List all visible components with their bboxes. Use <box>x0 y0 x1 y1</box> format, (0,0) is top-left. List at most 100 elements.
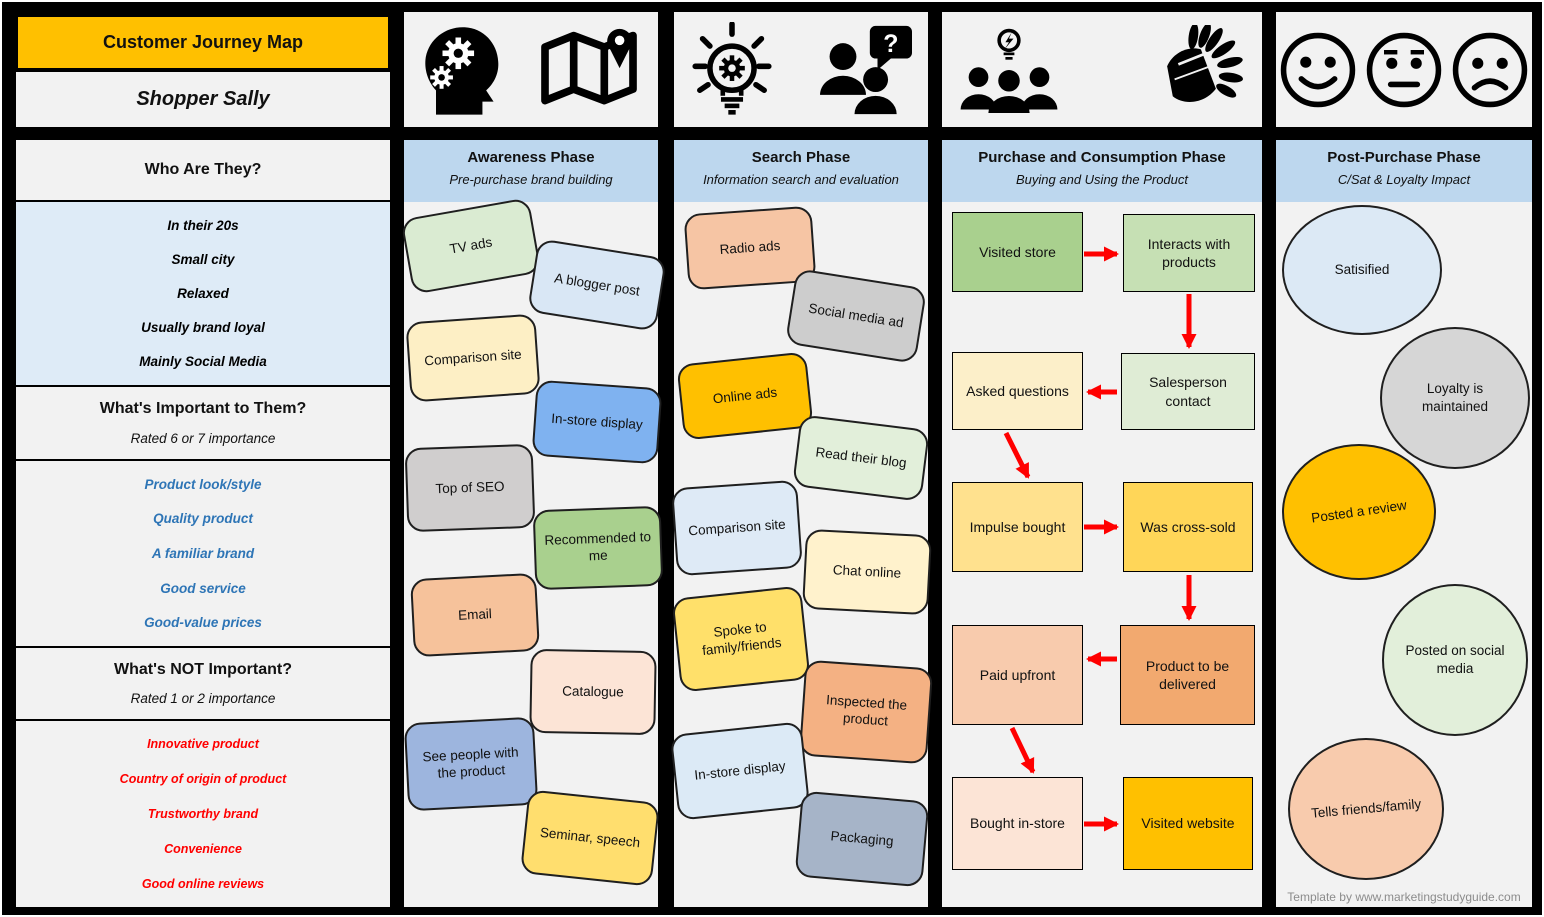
flow-box-salesperson-contact[interactable]: Salesperson contact <box>1121 353 1255 430</box>
flow-box-visited-website[interactable]: Visited website <box>1123 777 1253 870</box>
post-purchase-phase-header: Post-Purchase Phase C/Sat & Loyalty Impa… <box>1276 140 1532 202</box>
flow-box-label: Impulse bought <box>969 518 1066 535</box>
sticky-note-chat-online[interactable]: Chat online <box>801 528 933 616</box>
sticky-note-see-people-with-the-product[interactable]: See people with the product <box>403 716 539 812</box>
flow-box-label: Paid upfront <box>979 666 1056 683</box>
sticky-note-packaging[interactable]: Packaging <box>794 790 930 888</box>
sticky-note-comparison-site[interactable]: Comparison site <box>671 479 803 577</box>
sticky-note-label: Email <box>457 605 493 623</box>
post-purchase-phase-title: Post-Purchase Phase <box>1327 149 1481 166</box>
awareness-phase-title: Awareness Phase <box>467 149 595 166</box>
svg-text:?: ? <box>883 29 898 57</box>
purchase-phase-title: Purchase and Consumption Phase <box>978 149 1226 166</box>
sticky-note-label: Online ads <box>712 384 778 406</box>
sticky-note-read-their-blog[interactable]: Read their blog <box>792 414 930 502</box>
purchase-phase-subtitle: Buying and Using the Product <box>1016 172 1188 187</box>
purchase-iconband <box>942 12 1262 127</box>
sticky-note-inspected-the-product[interactable]: Inspected the product <box>798 659 934 765</box>
flow-box-paid-upfront[interactable]: Paid upfront <box>952 625 1083 725</box>
sticky-note-email[interactable]: Email <box>410 572 540 658</box>
flow-box-interacts-with-products[interactable]: Interacts with products <box>1123 214 1255 292</box>
outcome-circle-satisified[interactable]: Satisified <box>1282 205 1442 335</box>
outcome-circle-label: Posted on social media <box>1405 643 1505 676</box>
sticky-note-in-store-display[interactable]: In-store display <box>669 721 811 821</box>
sticky-note-top-of-seo[interactable]: Top of SEO <box>404 443 536 533</box>
flow-box-label: Was cross-sold <box>1140 518 1236 535</box>
flow-box-label: Interacts with products <box>1147 235 1231 270</box>
sticky-note-label: Catalogue <box>562 683 624 700</box>
awareness-phase-header: Awareness Phase Pre-purchase brand build… <box>404 140 658 202</box>
not-important-title: What's NOT Important? <box>113 660 292 678</box>
important-subtitle: Rated 6 or 7 importance <box>130 431 276 446</box>
outcome-circle-loyalty-is-maintained[interactable]: Loyalty is maintained <box>1380 327 1530 469</box>
flow-box-was-cross-sold[interactable]: Was cross-sold <box>1123 482 1253 572</box>
flow-box-impulse-bought[interactable]: Impulse bought <box>952 482 1083 572</box>
flow-box-label: Asked questions <box>966 382 1069 399</box>
sticky-note-label: Top of SEO <box>435 478 505 496</box>
post-purchase-iconband <box>1276 12 1532 127</box>
outcome-circle-label: Posted a review <box>1310 497 1408 526</box>
group-idea-icon <box>960 28 1058 113</box>
persona-trait: Quality product <box>153 511 253 527</box>
purchase-phase-header: Purchase and Consumption Phase Buying an… <box>942 140 1262 202</box>
not-important-subtitle: Rated 1 or 2 importance <box>130 691 276 707</box>
persona-name-label: Shopper Sally <box>136 88 270 110</box>
flow-box-label: Product to be delivered <box>1145 657 1230 692</box>
sticky-note-seminar-speech[interactable]: Seminar, speech <box>519 789 661 887</box>
persona-trait: Mainly Social Media <box>139 354 267 370</box>
sticky-note-comparison-site[interactable]: Comparison site <box>405 313 541 403</box>
persona-name: Shopper Sally <box>16 72 390 127</box>
sticky-note-catalogue[interactable]: Catalogue <box>529 648 657 736</box>
flow-box-label: Visited store <box>979 243 1056 260</box>
sticky-note-label: Social media ad <box>807 300 905 330</box>
sad-face-icon <box>1452 32 1528 107</box>
idea-bulb-icon <box>692 21 772 115</box>
persona-trait: Small city <box>171 251 235 267</box>
sticky-note-label: Recommended to me <box>544 529 652 564</box>
persona-trait: In their 20s <box>167 217 239 233</box>
not-important-header: What's NOT Important? Rated 1 or 2 impor… <box>16 648 390 719</box>
post-purchase-phase-subtitle: C/Sat & Loyalty Impact <box>1337 172 1471 187</box>
persona-trait: Innovative product <box>147 737 259 752</box>
flow-arrow <box>1003 431 1031 479</box>
sticky-note-online-ads[interactable]: Online ads <box>676 351 814 441</box>
outcome-circle-tells-friends-family[interactable]: Tells friends/family <box>1288 738 1444 880</box>
persona-trait: Good service <box>160 580 246 596</box>
sticky-note-label: A blogger post <box>553 269 641 299</box>
page-title: Customer Journey Map <box>16 15 390 70</box>
sticky-note-spoke-to-family-friends[interactable]: Spoke to family/friends <box>671 585 811 693</box>
sticky-note-a-blogger-post[interactable]: A blogger post <box>527 238 667 332</box>
map-pin-icon <box>541 28 637 104</box>
outcome-circle-label: Loyalty is maintained <box>1421 381 1489 414</box>
persona-trait: Good-value prices <box>144 615 262 631</box>
outcome-circle-posted-on-social-media[interactable]: Posted on social media <box>1382 584 1528 736</box>
flow-box-asked-questions[interactable]: Asked questions <box>952 352 1083 430</box>
flow-box-product-to-be-delivered[interactable]: Product to be delivered <box>1120 625 1255 725</box>
people-question-icon: ? <box>820 25 912 114</box>
flow-box-label: Salesperson contact <box>1149 374 1227 409</box>
flow-arrow <box>1009 726 1036 774</box>
search-phase-header: Search Phase Information search and eval… <box>674 140 928 202</box>
head-gears-icon <box>425 26 499 115</box>
persona-trait: Country of origin of product <box>119 772 287 787</box>
flow-box-label: Bought in-store <box>970 815 1065 832</box>
persona-trait: Convenience <box>164 841 242 856</box>
neutral-face-icon <box>1366 32 1442 107</box>
persona-trait: Relaxed <box>177 285 229 301</box>
flow-box-bought-in-store[interactable]: Bought in-store <box>952 777 1083 870</box>
page-title-label: Customer Journey Map <box>102 32 304 52</box>
flow-box-visited-store[interactable]: Visited store <box>952 212 1083 292</box>
awareness-iconband <box>404 12 658 127</box>
sticky-note-tv-ads[interactable]: TV ads <box>400 197 542 295</box>
outcome-circle-posted-a-review[interactable]: Posted a review <box>1282 444 1436 580</box>
sticky-note-recommended-to-me[interactable]: Recommended to me <box>532 505 664 591</box>
sticky-note-label: Chat online <box>832 561 902 581</box>
sticky-note-social-media-ad[interactable]: Social media ad <box>784 268 928 364</box>
persona-trait: Trustworthy brand <box>147 806 259 821</box>
sticky-note-in-store-display[interactable]: In-store display <box>531 379 663 465</box>
sticky-note-label: Comparison site <box>687 516 787 538</box>
